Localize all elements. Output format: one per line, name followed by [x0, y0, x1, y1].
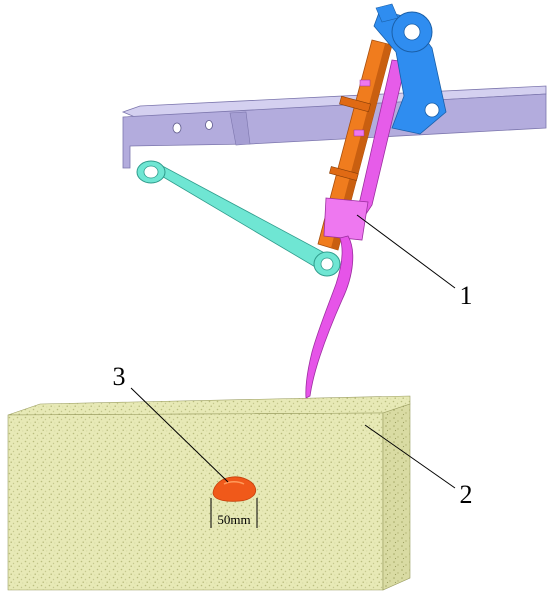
coal-rock-block	[7, 395, 411, 591]
cylinder-clamp-2	[329, 166, 359, 181]
link-bar	[141, 161, 335, 272]
hydraulic-cylinder	[317, 39, 393, 251]
callout-label-2: 2	[460, 480, 473, 509]
block-side-face	[382, 403, 411, 591]
mount-cap	[375, 3, 399, 23]
pick-bracket-1	[359, 79, 371, 87]
link-eye-bottom-hole	[320, 257, 334, 271]
connecting-link	[136, 160, 341, 277]
beam-notch	[229, 111, 251, 146]
block-front-face	[7, 412, 384, 591]
inclusion-blob	[212, 476, 257, 502]
inclusion-highlight	[223, 481, 245, 485]
leader-2	[364, 424, 456, 489]
pick-blade	[305, 235, 354, 399]
pick-holder	[323, 197, 369, 241]
frame-beam	[121, 85, 547, 169]
cylinder-shade	[331, 44, 392, 250]
cylinder-mount	[373, 3, 447, 135]
callout-leaders	[130, 214, 456, 489]
hard-inclusion	[212, 476, 257, 502]
leader-3	[130, 387, 229, 483]
callout-label-3: 3	[113, 362, 126, 391]
cylinder-clamp-1	[339, 95, 371, 113]
beam-hole-2	[205, 120, 213, 130]
beam-hole-1	[172, 122, 182, 134]
mount-pin-hole	[424, 102, 440, 118]
block-top-face	[7, 395, 411, 416]
link-eye-top-hole	[143, 165, 159, 179]
dimension-marker: 50mm	[210, 498, 258, 528]
leader-1	[356, 214, 456, 289]
mount-disc-hole	[403, 23, 421, 41]
dimension-label: 50mm	[217, 512, 250, 527]
callout-label-1: 1	[460, 281, 473, 310]
pick-bracket-2	[353, 129, 365, 137]
